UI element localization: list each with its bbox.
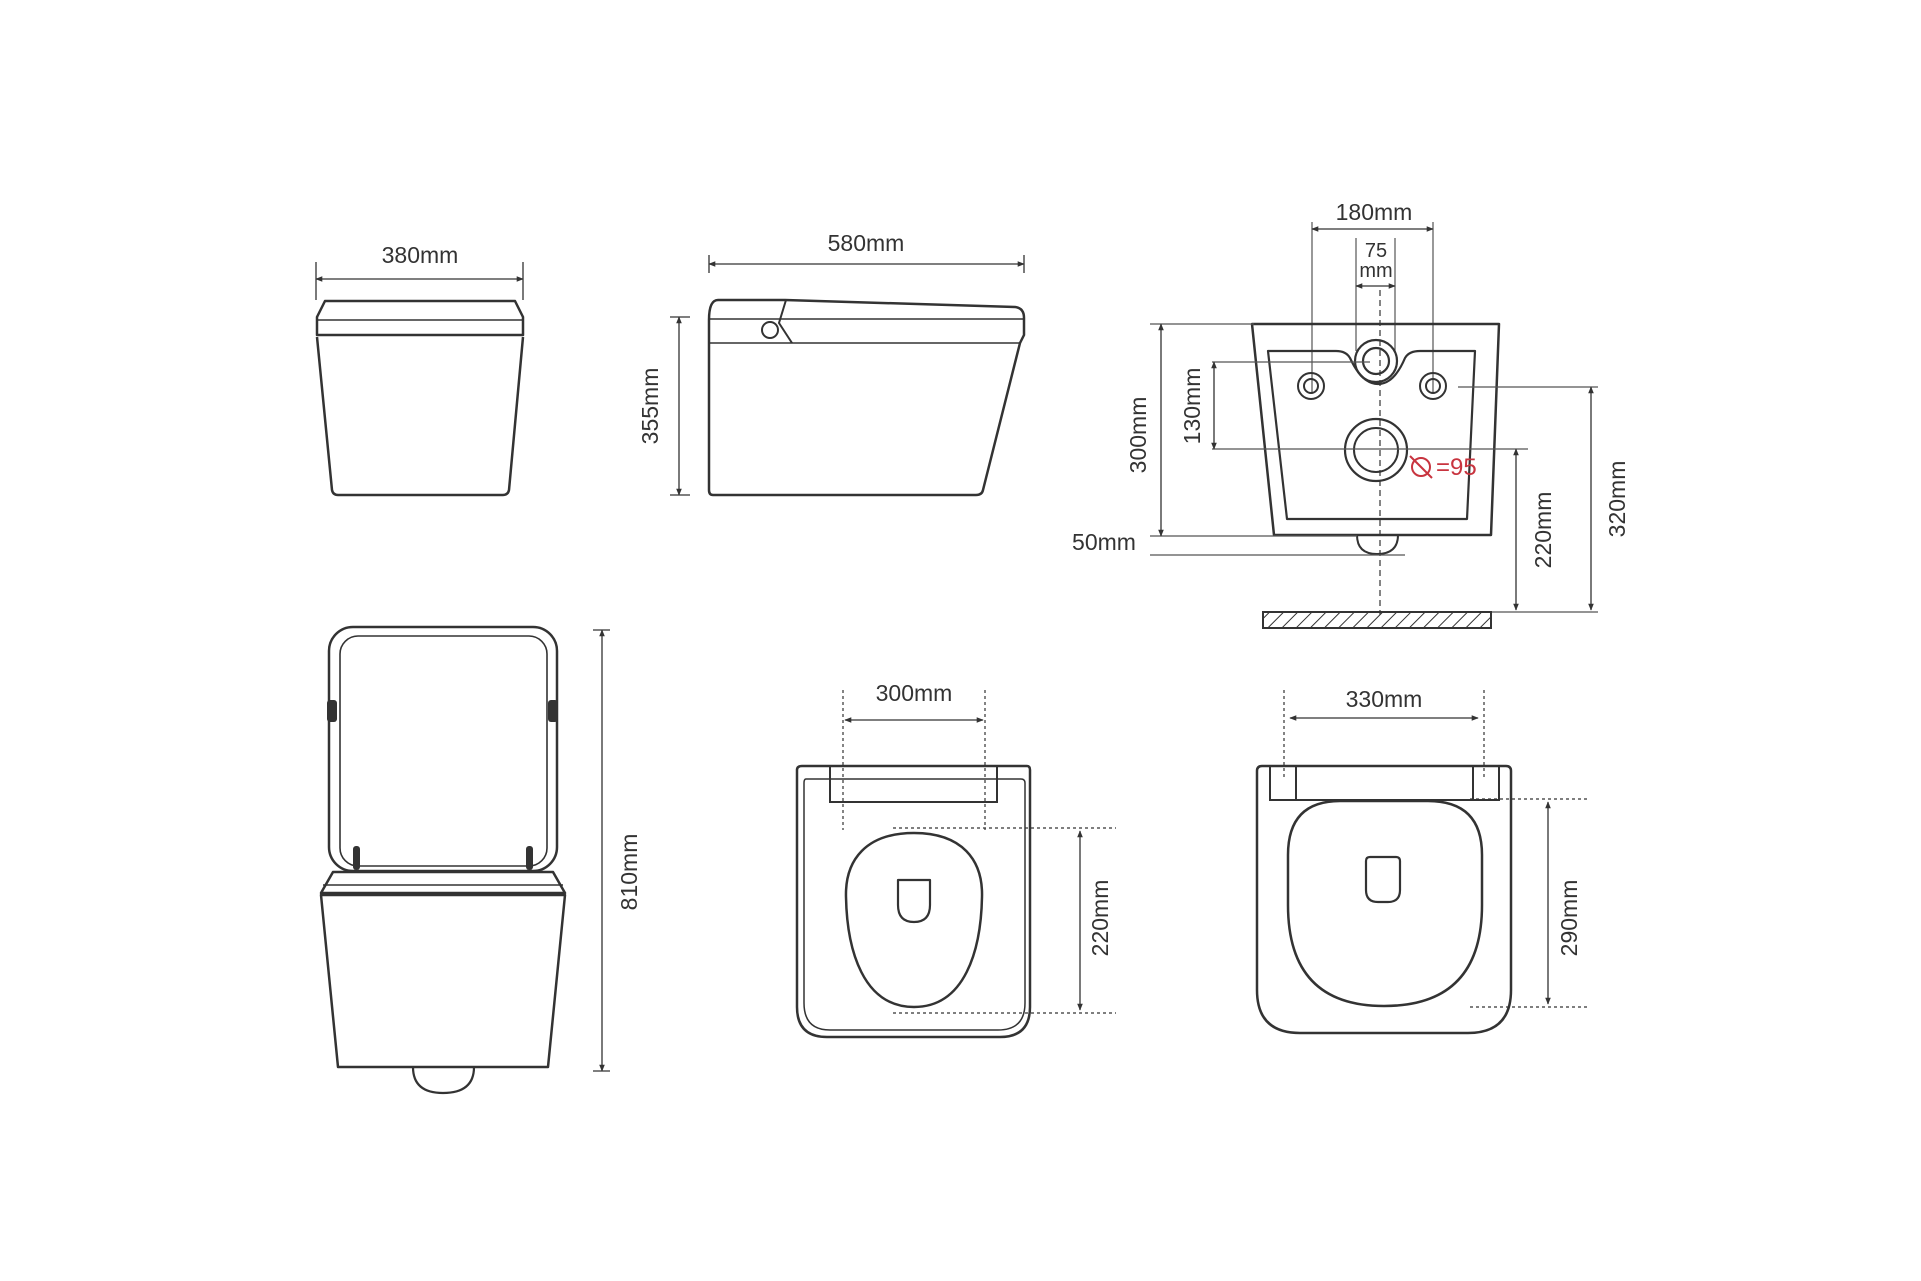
side-view: 580mm 355mm	[637, 230, 1026, 497]
bowl-width-label: 330mm	[1346, 686, 1423, 712]
inlet-width-label-bottom: mm	[1359, 260, 1392, 282]
bowl-button-icon	[1364, 855, 1402, 904]
diameter-symbol-icon	[1409, 455, 1433, 479]
outlet-drop-label: 50mm	[1072, 529, 1136, 555]
inlet-pipe-icon	[1353, 338, 1399, 384]
bolt-spacing-label: 180mm	[1336, 199, 1413, 225]
mounting-bolt-right-icon	[1419, 372, 1447, 400]
front-width-label: 380mm	[382, 242, 459, 268]
inlet-width-label-top: 75	[1365, 240, 1387, 262]
seat-opening-length-label: 220mm	[1087, 880, 1113, 957]
open-lid-view: 810mm	[319, 625, 642, 1095]
bowl-top-view: 330mm 290mm	[1255, 686, 1590, 1035]
seat-button-icon	[896, 878, 932, 924]
front-view: 380mm	[315, 242, 525, 497]
outlet-height-label: 220mm	[1530, 492, 1556, 569]
lid-hinge-right-icon	[548, 700, 558, 722]
rear-view: 180mm 75 mm 130mm 300mm 50mm 320mm 220mm	[1072, 199, 1630, 629]
total-height-label: 810mm	[616, 834, 642, 911]
floor-line	[1262, 611, 1492, 629]
mounting-bolt-left-icon	[1297, 372, 1325, 400]
side-height-label: 355mm	[637, 368, 663, 445]
seat-top-view: 300mm 220mm	[795, 680, 1116, 1039]
seat-inner-width-label: 300mm	[876, 680, 953, 706]
outlet-pipe-icon	[1343, 417, 1409, 483]
outlet-diameter-label: =95	[1436, 454, 1477, 481]
bolt-height-label: 130mm	[1179, 368, 1205, 445]
bowl-length-label: 290mm	[1556, 880, 1582, 957]
body-height-label: 300mm	[1125, 397, 1151, 474]
side-length-label: 580mm	[828, 230, 905, 256]
bolt-floor-height-label: 320mm	[1604, 461, 1630, 538]
lid-hinge-left-icon	[327, 700, 337, 722]
control-knob-icon	[761, 321, 779, 339]
